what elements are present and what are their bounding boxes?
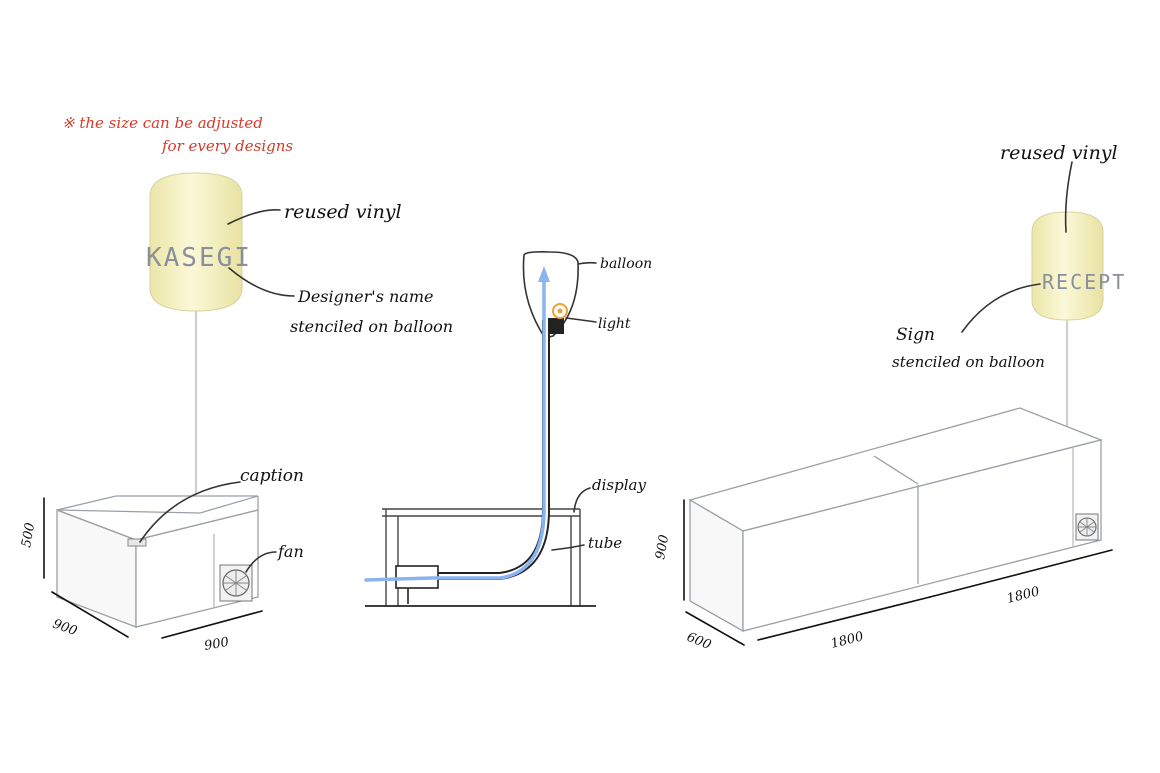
left-name-leader	[228, 267, 295, 297]
section-balloon	[522, 251, 579, 339]
right-dim-length-back: 1800	[1005, 584, 1041, 607]
right-dim-height: 900	[653, 534, 672, 561]
section-airflow	[364, 276, 546, 582]
section-light	[548, 303, 568, 334]
left-balloon-stencil: KASEGI	[146, 243, 252, 273]
fan-leader	[245, 551, 277, 573]
right-material-leader	[1064, 161, 1073, 233]
right-sign-leader	[961, 283, 1041, 333]
right-box	[688, 407, 1104, 633]
left-box-left-face	[56, 509, 137, 628]
section-light-label: light	[598, 316, 631, 332]
left-dim-width: 900	[203, 635, 230, 654]
left-box	[56, 495, 259, 628]
right-dim-back-line	[929, 549, 1113, 598]
section-diagram: balloon light display tube	[364, 251, 652, 607]
section-tube-label: tube	[588, 534, 622, 552]
left-balloon: KASEGI	[146, 172, 252, 312]
airflow-arrow-icon	[538, 266, 550, 282]
caption-label: caption	[240, 466, 304, 486]
section-tube	[438, 320, 550, 580]
left-box-top	[56, 495, 259, 514]
right-box-front-face	[742, 439, 1102, 632]
left-material-label: reused vinyl	[284, 201, 402, 223]
fan-label: fan	[277, 542, 304, 561]
balloon-leader	[577, 261, 597, 265]
right-sign-label-line1: Sign	[896, 325, 935, 345]
caption-plate	[127, 538, 147, 547]
right-balloon: RECEPT	[1031, 211, 1126, 321]
right-fan-icon	[1075, 513, 1099, 541]
left-unit: KASEGI reused vinyl Designer's name sten…	[19, 172, 453, 654]
left-name-label-line2: stenciled on balloon	[290, 317, 453, 336]
left-dim-depth-line	[51, 591, 129, 638]
left-dim-depth: 900	[51, 617, 79, 640]
section-display-label: display	[592, 476, 646, 494]
left-dim-width-line	[161, 610, 263, 639]
right-unit: RECEPT reused vinyl Sign stenciled on ba…	[653, 142, 1126, 653]
section-display	[365, 508, 596, 607]
left-dim-height: 500	[19, 522, 38, 549]
caption-leader	[139, 481, 241, 543]
left-material-leader	[227, 208, 281, 225]
right-sign-label-line2: stenciled on balloon	[892, 353, 1045, 371]
right-dim-depth-line	[685, 611, 745, 646]
section-balloon-label: balloon	[600, 256, 652, 272]
right-balloon-stencil: RECEPT	[1042, 270, 1126, 294]
display-leader	[573, 487, 591, 513]
size-note: ※ the size can be adjusted for every des…	[62, 114, 293, 155]
size-note-line2: for every designs	[161, 137, 293, 155]
tube-leader	[551, 544, 585, 551]
section-fan	[395, 565, 439, 604]
light-leader	[565, 317, 597, 323]
right-dim-depth: 600	[685, 630, 714, 653]
right-dim-length-front: 1800	[829, 629, 865, 652]
left-name-label-line1: Designer's name	[297, 287, 433, 306]
right-material-label: reused vinyl	[1000, 142, 1118, 164]
size-note-line1: ※ the size can be adjusted	[62, 114, 263, 132]
right-dim-front-line	[757, 596, 931, 641]
